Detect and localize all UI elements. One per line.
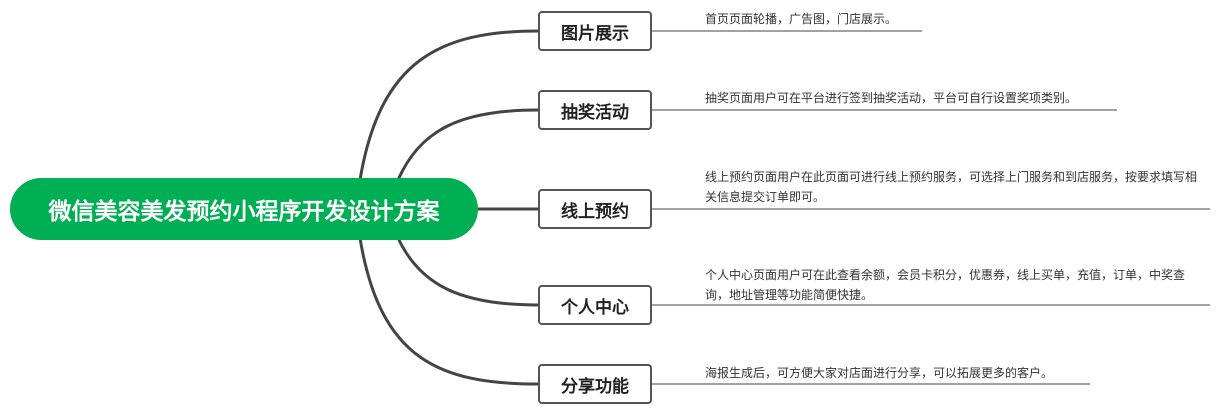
branch-label: 图片展示	[561, 23, 629, 44]
connector-2	[396, 108, 539, 181]
connector-4	[396, 237, 539, 307]
description-1: 首页页面轮播，广告图，门店展示。	[705, 12, 898, 26]
description-5: 海报生成后，可方便大家对店面进行分享，可以拓展更多的客户。	[705, 366, 1054, 380]
branch-online-booking[interactable]: 线上预约	[538, 189, 652, 229]
connector-1	[358, 29, 539, 181]
branch-share[interactable]: 分享功能	[538, 364, 652, 404]
root-title: 微信美容美发预约小程序开发设计方案	[48, 199, 440, 225]
description-2: 抽奖页面用户可在平台进行签到抽奖活动，平台可自行设置奖项类别。	[705, 91, 1078, 105]
description-4: 个人中心页面用户可在此查看余额，会员卡积分，优惠券，线上买单，充值，订单，中奖查…	[705, 268, 1186, 302]
branch-label: 线上预约	[561, 201, 629, 222]
description-3: 线上预约页面用户在此页面可进行线上预约服务，可选择上门服务和到店服务，按要求填写…	[705, 170, 1198, 204]
branch-label: 分享功能	[561, 376, 629, 397]
branch-lottery[interactable]: 抽奖活动	[538, 90, 652, 130]
branch-personal-center[interactable]: 个人中心	[538, 285, 652, 325]
root-node[interactable]: 微信美容美发预约小程序开发设计方案	[10, 178, 478, 240]
branch-label: 个人中心	[561, 297, 629, 318]
branch-image-display[interactable]: 图片展示	[538, 11, 652, 51]
connector-5	[358, 237, 539, 386]
branch-label: 抽奖活动	[561, 102, 629, 123]
